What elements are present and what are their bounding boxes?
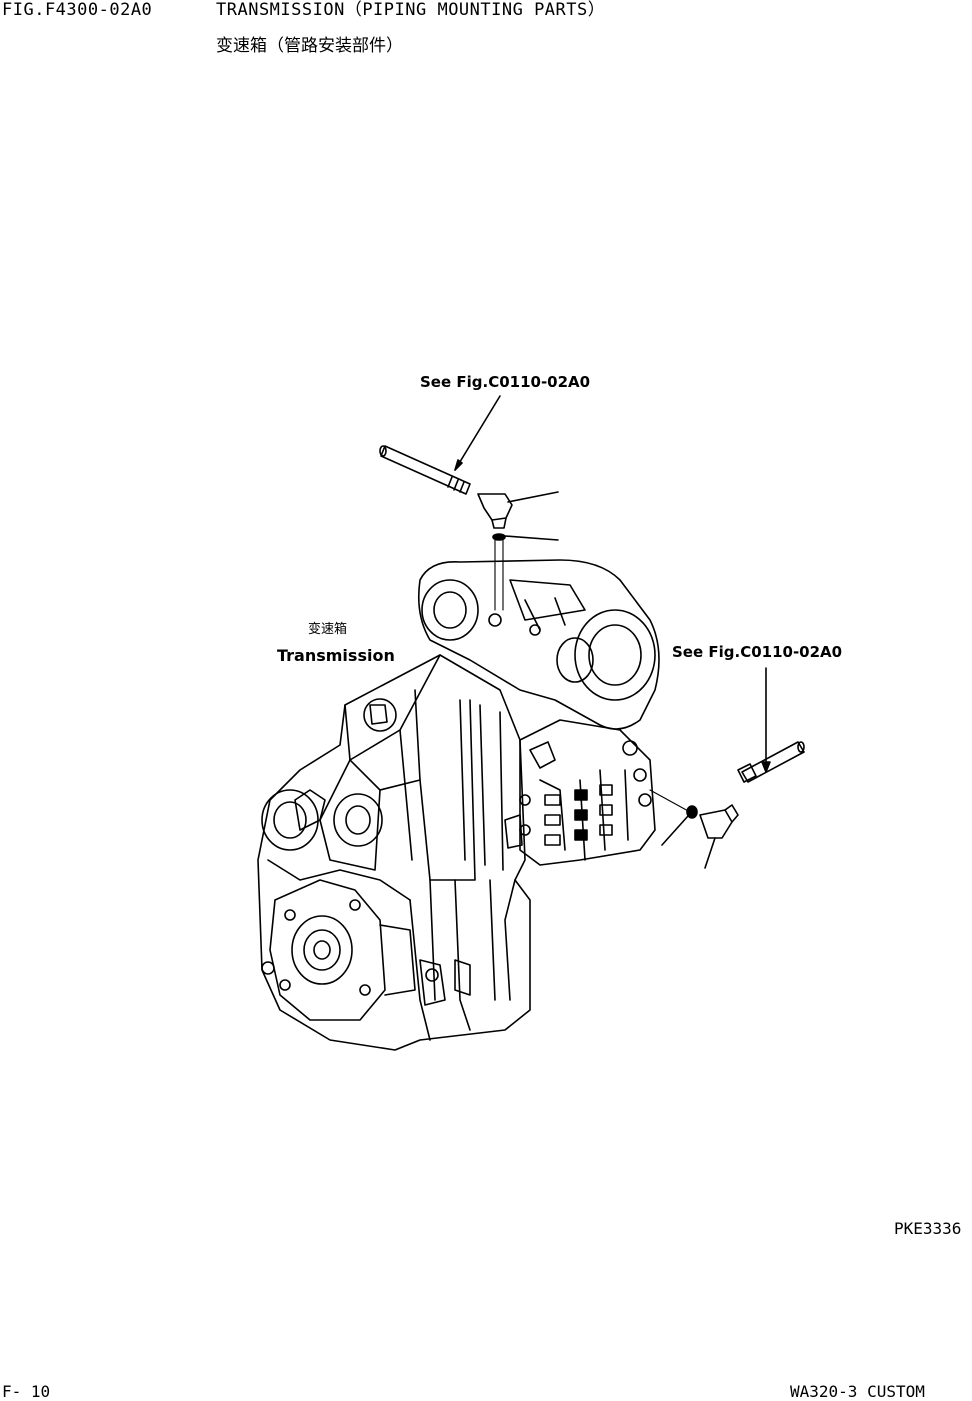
leader-arrow-right (761, 761, 771, 773)
leader-arrow-top (454, 459, 463, 471)
right-pipe (737, 741, 805, 783)
o-ring-right (661, 805, 698, 846)
transmission-body (257, 654, 531, 1051)
upper-pipe (379, 445, 471, 495)
upper-elbow-fitting (477, 491, 559, 529)
right-elbow-fitting (699, 804, 739, 869)
drawing-code: PKE3336 (894, 1219, 962, 1238)
reference-label-right: See Fig.C0110-02A0 (672, 643, 843, 661)
page-number: F- 10 (2, 1382, 51, 1401)
title-chinese: 变速箱（管路安装部件） (216, 36, 403, 56)
connection-line (649, 789, 691, 813)
title-english: TRANSMISSION（PIPING MOUNTING PARTS） (216, 0, 606, 20)
o-ring-upper (492, 533, 559, 541)
reference-label-top: See Fig.C0110-02A0 (420, 373, 591, 391)
drop-pipe (494, 539, 504, 611)
part-label-chinese: 变速箱 (308, 622, 348, 637)
leader-line-top (454, 395, 501, 471)
output-housing (261, 879, 471, 1021)
part-label-english: Transmission (277, 646, 395, 665)
model-name: WA320-3 CUSTOM (790, 1382, 925, 1401)
figure-number: FIG.F4300-02A0 (2, 0, 153, 20)
control-valve (504, 719, 656, 866)
converter-housing (417, 559, 660, 730)
